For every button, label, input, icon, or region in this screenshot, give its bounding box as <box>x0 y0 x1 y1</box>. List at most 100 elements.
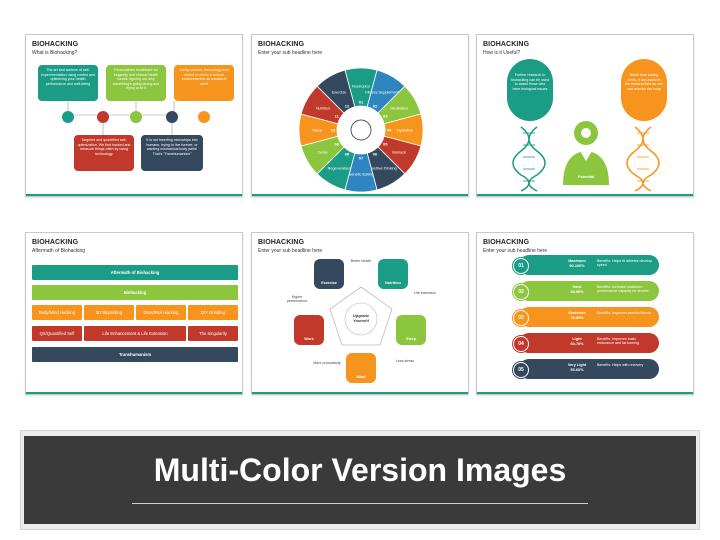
center-label: Potential <box>577 175 595 179</box>
segment-number: 02 <box>373 103 378 108</box>
slide-title: BIOHACKING <box>483 41 530 48</box>
slide-accent-bar <box>26 392 242 394</box>
segment-label: Fitness Supplements <box>365 90 401 94</box>
list-item <box>519 333 659 353</box>
segment-label: Meditation <box>390 107 408 111</box>
row-cell: Life Enhancement & Life Extension <box>84 326 186 341</box>
segment-number: 04 <box>387 128 392 133</box>
slide-subtitle: What is Biohacking? <box>32 50 78 56</box>
segment-number: 12 <box>345 103 350 108</box>
slide-accent-bar <box>477 392 693 394</box>
slide-subtitle: Enter your sub headline here <box>258 248 323 254</box>
slide-subtitle: How is it Useful? <box>483 50 521 56</box>
slide-subtitle: Aftermath of Biohacking <box>32 248 86 254</box>
row-banner: Biohacking <box>32 285 238 300</box>
slide-thumbnail-5[interactable]: BIOHACKING Enter your sub headline here … <box>251 232 469 395</box>
connector-diagram <box>62 101 210 135</box>
gear-icon <box>350 119 372 141</box>
segment-number: 08 <box>345 152 350 157</box>
list-item <box>519 307 659 327</box>
segment-label: Nutrition <box>316 107 330 111</box>
row-cell: Body/Mind Hacking <box>32 305 82 320</box>
segment-label: Detox <box>318 151 328 155</box>
footer-banner <box>24 436 696 524</box>
slide-title: BIOHACKING <box>32 41 79 48</box>
slide-accent-bar <box>252 194 468 196</box>
segment-number: 06 <box>373 152 378 157</box>
row-number: 01 <box>513 258 529 274</box>
benefit-text: Higher performance <box>286 295 308 304</box>
info-box: Personalizes healthcare for longevity an… <box>106 65 166 101</box>
row-cell: The Singularity <box>188 326 238 341</box>
slide-thumbnail-1[interactable]: BIOHACKING What is Biohacking? The art a… <box>25 34 243 197</box>
footer-title: Multi-Color Version Images <box>153 452 567 488</box>
list-item <box>519 359 659 379</box>
segment-number: 09 <box>335 142 340 147</box>
row-number: 04 <box>513 336 529 352</box>
slide-thumbnail-6[interactable]: BIOHACKING Enter your sub headline here … <box>476 232 694 395</box>
slide-thumbnail-4[interactable]: BIOHACKING Aftermath of Biohacking After… <box>25 232 243 395</box>
pentagon-cycle <box>294 259 426 383</box>
footer-divider <box>132 503 588 504</box>
info-box: The art and science of self-experimentat… <box>38 65 98 101</box>
slide-accent-bar <box>252 392 468 394</box>
segment-label: Positive thinking <box>369 167 396 171</box>
slide-thumbnail-3[interactable]: BIOHACKING How is it Useful? Further res… <box>476 34 694 197</box>
segment-number: 10 <box>331 128 336 133</box>
row-banner: Transhumanism <box>32 347 238 362</box>
row-benefit: Benefits: Helps fit athletes develop spe… <box>597 259 653 268</box>
benefit-text: Life extension <box>413 291 437 295</box>
node-label: Exercise <box>321 281 337 285</box>
slide-subtitle: Enter your sub headline here <box>483 248 548 254</box>
segment-label: Nootropics <box>352 85 370 89</box>
info-box: It is not Inserting microchips into huma… <box>141 135 203 171</box>
slide-accent-bar <box>477 194 693 196</box>
segment-number: 11 <box>335 114 340 119</box>
segment-label: Biohack <box>392 151 406 155</box>
row-benefit: Benefits: Helps with recovery <box>597 363 644 367</box>
slide-subtitle: Enter your sub headline here <box>258 50 323 56</box>
slide-title: BIOHACKING <box>258 41 305 48</box>
row-cell: DNA/RNA Hacking <box>136 305 186 320</box>
benefit-text: Better health <box>350 259 372 263</box>
list-item <box>519 281 659 301</box>
segment-label: Sleep <box>312 129 322 133</box>
row-cell: 3D Bioprinting <box>84 305 134 320</box>
slide-accent-bar <box>26 194 242 196</box>
segment-label: Hydration <box>397 129 413 133</box>
node-label: Sleep <box>405 337 417 341</box>
benefit-text: More productivity <box>313 361 341 365</box>
node-label: Work <box>304 337 314 341</box>
segment-number: 07 <box>359 156 364 161</box>
list-item <box>519 255 659 275</box>
dna-helix-icons <box>512 121 660 192</box>
row-number: 02 <box>513 284 529 300</box>
slide-title: BIOHACKING <box>483 239 530 246</box>
bubble-right: Aside from saving costs, it can assist i… <box>621 59 667 121</box>
row-cell: DIY Grinding <box>188 305 238 320</box>
bubble-left: Further research in biohacking can be us… <box>507 59 553 121</box>
center-label: Upgrade Yourself <box>352 313 370 323</box>
slide-title: BIOHACKING <box>258 239 305 246</box>
row-benefit: Benefits: Increase maximum performance c… <box>597 285 649 294</box>
slide-title: BIOHACKING <box>32 239 79 246</box>
segment-wheel: Nootropics 01 Fitness Supplements 02Meditat… <box>298 67 424 193</box>
segment-number: 05 <box>383 142 388 147</box>
row-benefit: Benefits: Improves basic endurance and f… <box>597 337 639 346</box>
info-box: Targeted and quantified self-optimizatio… <box>74 135 134 171</box>
segment-label: Exercise <box>332 90 347 94</box>
row-number: 05 <box>513 362 529 378</box>
slide-thumbnail-2[interactable]: BIOHACKING Enter your sub headline here … <box>251 34 469 197</box>
info-box: Using science, technology and nature to … <box>174 65 234 101</box>
segment-number: 01 <box>359 100 364 105</box>
row-number: 03 <box>513 310 529 326</box>
node-label: Nutrition <box>385 281 401 285</box>
segment-number: 03 <box>383 114 388 119</box>
wheel-segment <box>316 69 356 114</box>
row-benefit: Benefits: Improves aerobic fitness <box>597 311 651 315</box>
